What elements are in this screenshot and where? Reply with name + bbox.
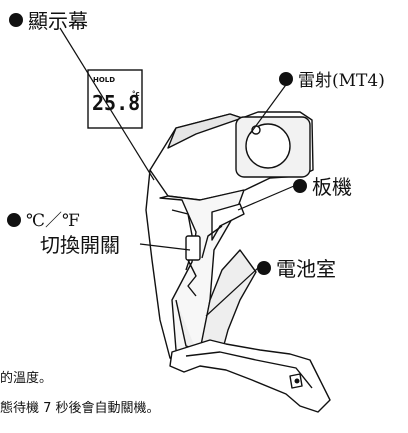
- battery-cover-inner: [185, 351, 313, 389]
- label-unit-switch-line2: 切換開關: [40, 233, 120, 257]
- label-trigger: 板機: [312, 175, 352, 199]
- label-unit-switch-line1: ℃／℉: [26, 211, 80, 231]
- text-line-1: 的溫度。: [0, 370, 52, 386]
- thermometer-illustration: [145, 111, 331, 413]
- leader-laser: [249, 81, 289, 135]
- bullet-trigger: [293, 179, 307, 193]
- unit-switch: [185, 235, 201, 261]
- label-battery: 電池室: [276, 257, 336, 281]
- leader-battery: [205, 267, 259, 317]
- head-top-shade: [167, 113, 243, 149]
- lcd-hold-text: HOLD: [93, 76, 115, 84]
- leader-trigger: [237, 185, 295, 211]
- leader-lines: [59, 27, 295, 317]
- lcd-display: HOLD 25.8 °c: [87, 69, 143, 129]
- lcd-frame: [87, 69, 143, 129]
- label-display: 顯示幕: [28, 9, 88, 33]
- label-laser: 雷射(MT4): [298, 71, 385, 91]
- battery-cover: [169, 339, 331, 413]
- leader-display: [59, 27, 155, 181]
- bullet-display: [9, 13, 23, 27]
- text-line-2: 態待機 7 秒後會自動關機。: [0, 400, 160, 416]
- leader-switch: [139, 243, 191, 251]
- lcd-reading: 25.8: [92, 91, 140, 115]
- clip-hole: [294, 378, 300, 384]
- laser-lens: [245, 123, 291, 169]
- bullet-unit-switch: [7, 213, 21, 227]
- bullet-battery: [257, 261, 271, 275]
- bullet-laser: [279, 72, 293, 86]
- trigger: [211, 203, 245, 241]
- lcd-unit: °c: [132, 90, 140, 98]
- bullets: [7, 13, 307, 275]
- switch-detail: [187, 259, 197, 297]
